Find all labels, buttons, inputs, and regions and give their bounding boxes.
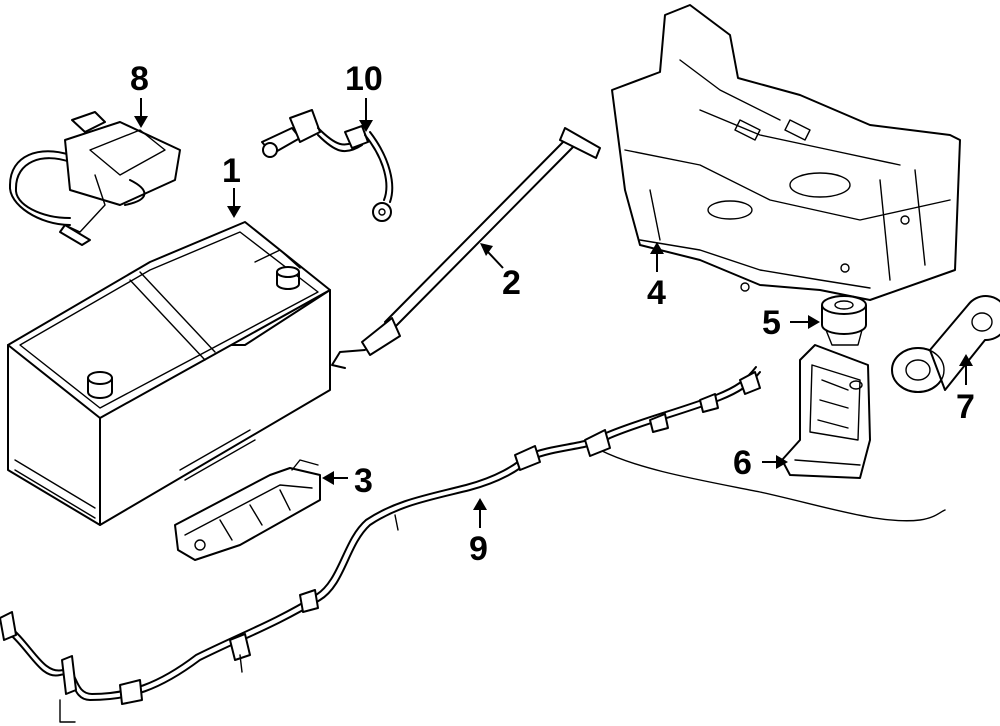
callout-5: 5	[762, 304, 781, 342]
leader-lines	[134, 98, 973, 528]
callout-7: 7	[956, 388, 975, 426]
grommet-bracket	[891, 295, 1000, 393]
callout-3: 3	[354, 462, 373, 500]
battery-terminal-clamp	[8, 111, 181, 246]
battery-cable-sensor	[261, 109, 394, 222]
battery-cable-rod	[331, 127, 601, 369]
hold-down-bracket	[781, 344, 871, 479]
callout-8: 8	[130, 60, 149, 98]
callout-4: 4	[647, 274, 666, 312]
callout-1: 1	[222, 152, 241, 190]
callout-9: 9	[469, 530, 488, 568]
callout-6: 6	[733, 444, 752, 482]
callout-2: 2	[502, 264, 521, 302]
battery	[7, 221, 331, 526]
bushing	[821, 295, 867, 346]
battery-sensor	[174, 459, 321, 561]
callout-10: 10	[345, 60, 383, 98]
wiring-harness	[0, 366, 946, 723]
battery-tray	[611, 4, 961, 301]
